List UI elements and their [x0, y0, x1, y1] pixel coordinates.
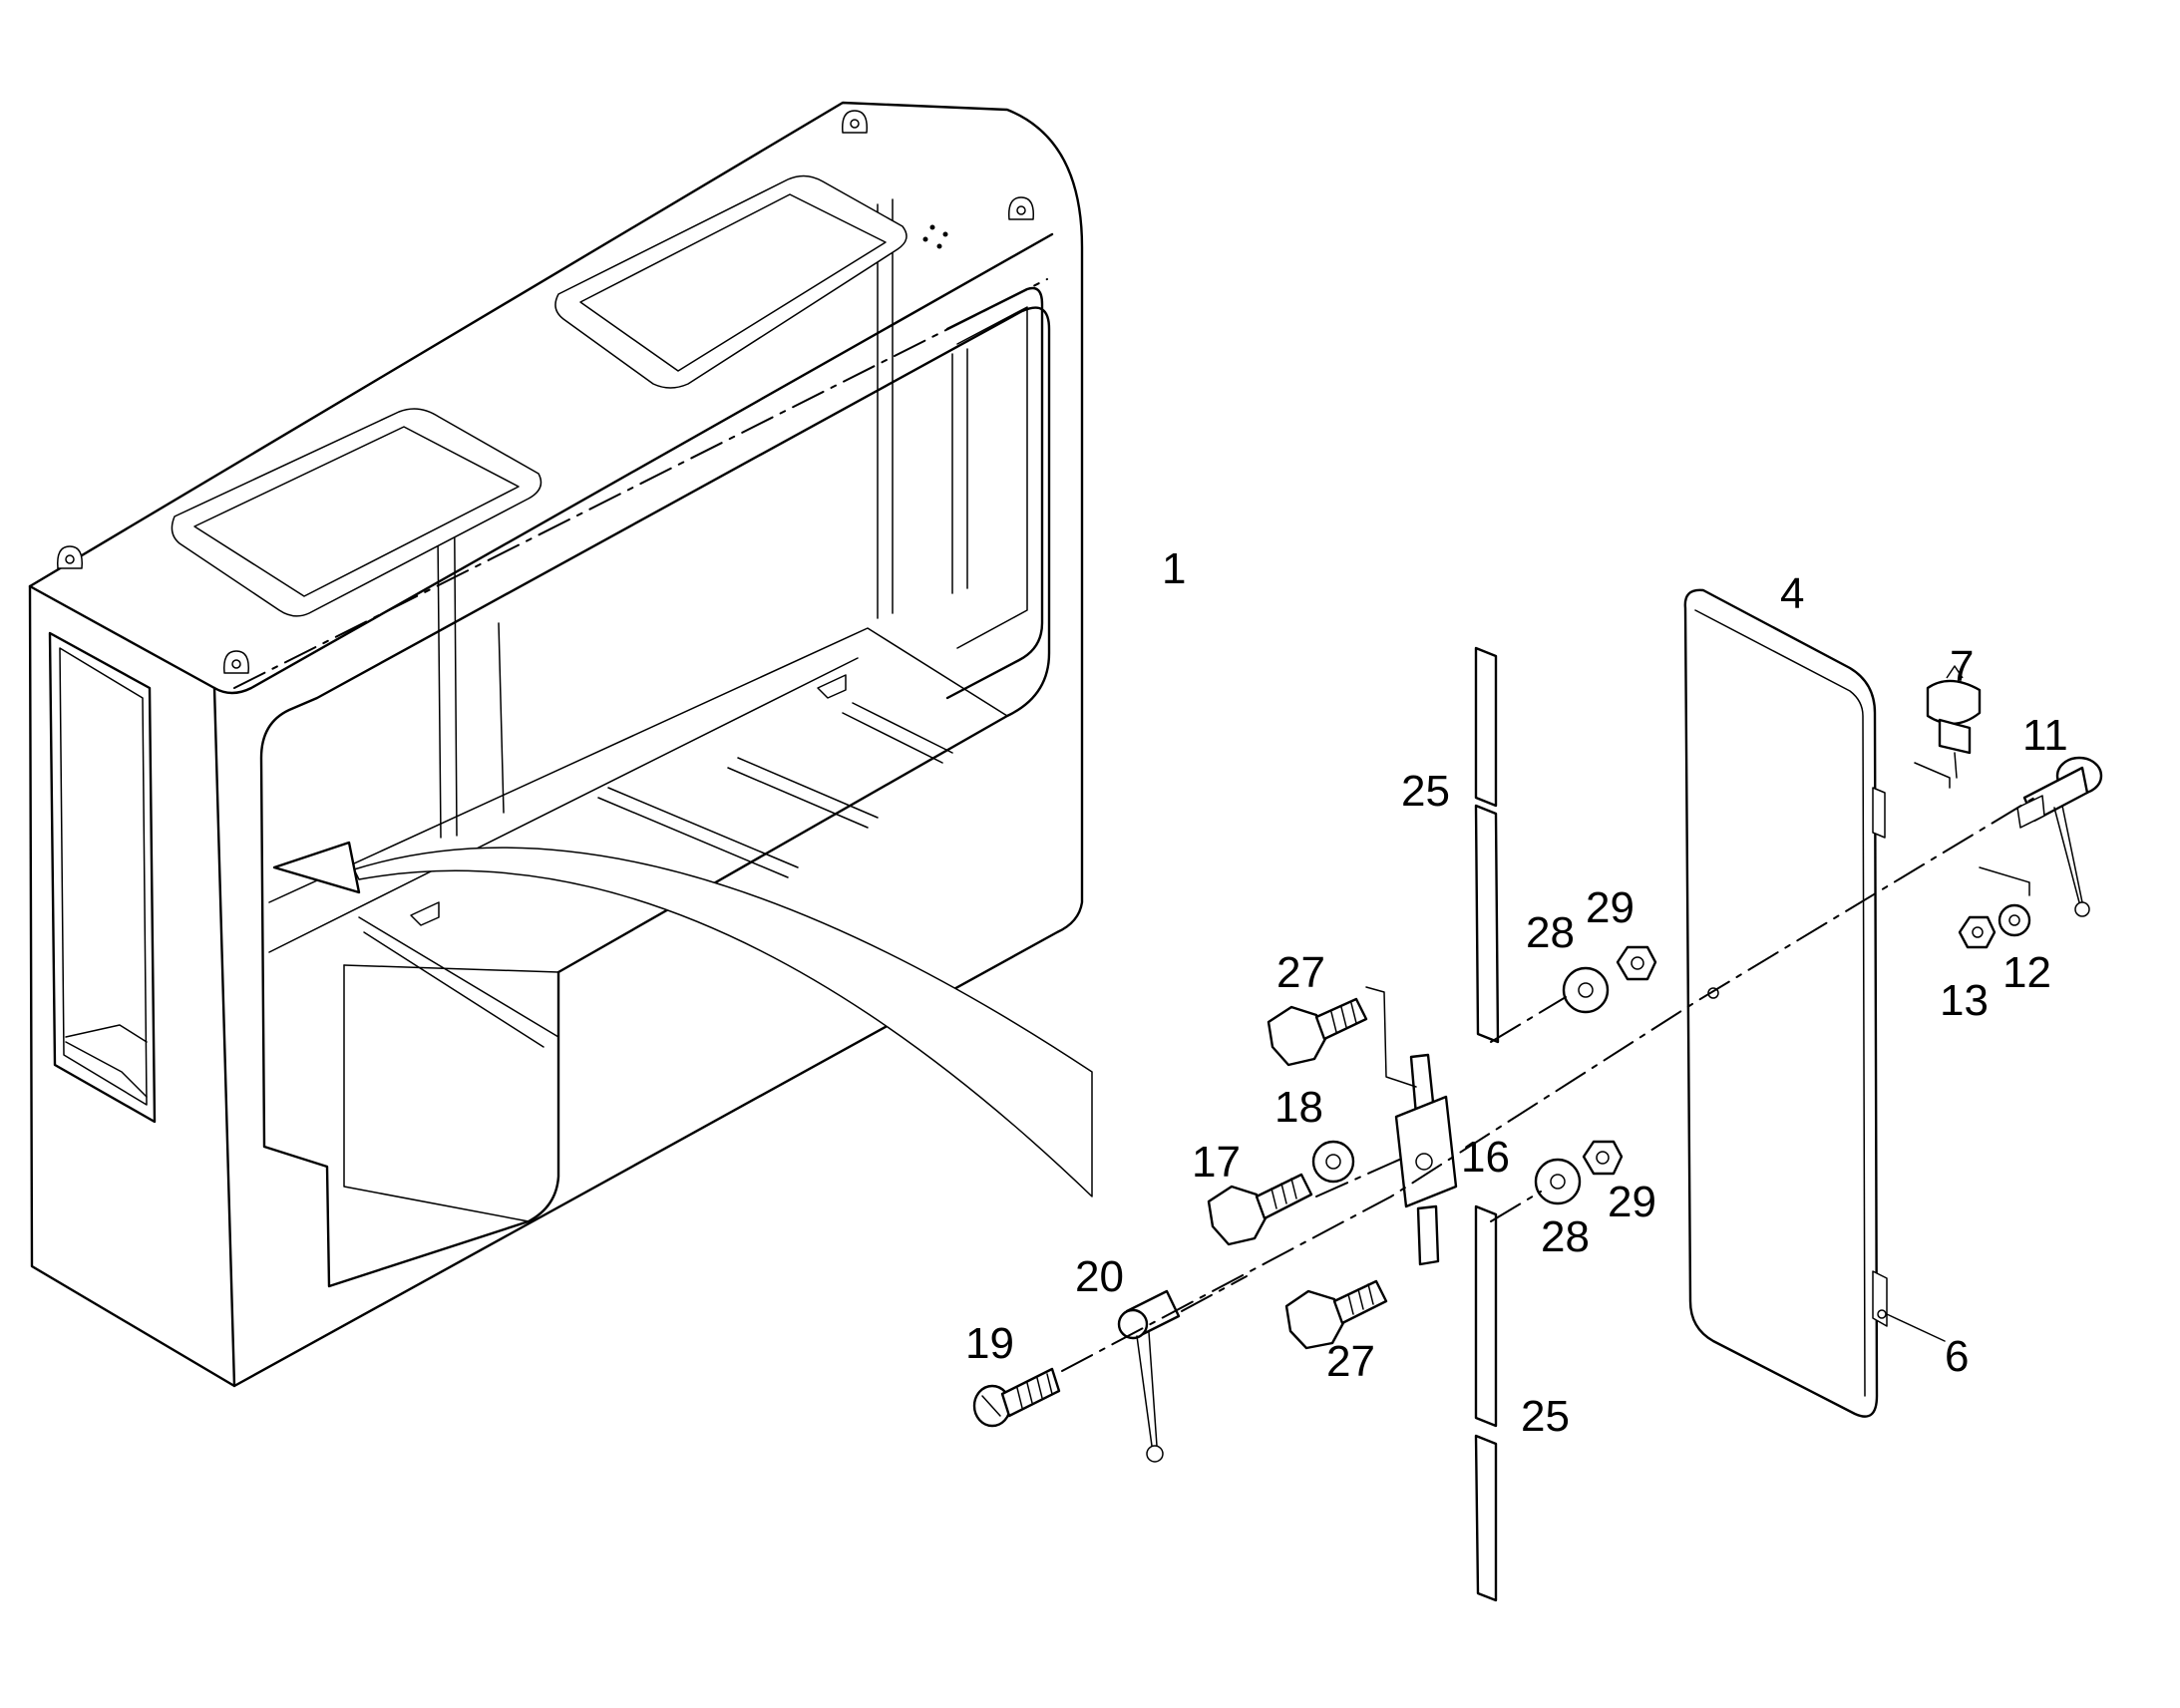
- label-part-11: 11: [2022, 711, 2068, 760]
- nut-part-29-upper: [1616, 945, 1657, 981]
- label-part-12: 12: [2002, 948, 2051, 997]
- label-part-16: 16: [1461, 1133, 1510, 1182]
- label-part-13: 13: [1940, 976, 1989, 1025]
- bolt-part-27-upper: [1267, 986, 1417, 1088]
- latch-part-16: [1394, 1053, 1458, 1266]
- label-part-25-upper: 25: [1401, 767, 1450, 816]
- label-part-27-upper: 27: [1276, 948, 1325, 997]
- label-part-4: 4: [1780, 569, 1804, 618]
- label-part-19: 19: [965, 1319, 1014, 1368]
- handle-part-11: [2016, 756, 2103, 917]
- callout-labels: 1 4 6 7 11 12 13 16 17 18 19 20 25 25 27…: [965, 544, 2068, 1441]
- label-part-18: 18: [1274, 1083, 1323, 1132]
- door-panel: [1683, 588, 1888, 1418]
- screw-part-19: [972, 1367, 1061, 1428]
- label-part-1: 1: [1162, 544, 1186, 593]
- label-part-20: 20: [1075, 1252, 1124, 1301]
- nut-part-29-lower: [1582, 1140, 1624, 1176]
- bolt-part-27-lower: [1284, 1279, 1388, 1350]
- label-part-29-lower: 29: [1608, 1178, 1656, 1226]
- seal-strips-part-25: [1474, 646, 1500, 1602]
- label-part-25-lower: 25: [1521, 1392, 1570, 1441]
- label-part-17: 17: [1192, 1138, 1241, 1187]
- label-part-6: 6: [1945, 1332, 1969, 1381]
- bolt-part-17: [1207, 1173, 1313, 1246]
- label-part-28-upper: 28: [1526, 908, 1575, 957]
- washer-nut-parts-12-13: [1958, 866, 2031, 949]
- washer-part-28-upper: [1562, 966, 1610, 1014]
- label-part-27-lower: 27: [1326, 1337, 1375, 1386]
- lever-part-20: [1117, 1289, 1181, 1463]
- label-part-28-lower: 28: [1541, 1212, 1590, 1261]
- grommet-part-7: [1914, 665, 1982, 789]
- cab-frame: [28, 101, 1093, 1388]
- label-part-29-upper: 29: [1586, 883, 1635, 932]
- washer-part-18: [1311, 1140, 1355, 1184]
- washer-part-28-lower: [1534, 1158, 1582, 1205]
- label-part-7: 7: [1950, 642, 1974, 691]
